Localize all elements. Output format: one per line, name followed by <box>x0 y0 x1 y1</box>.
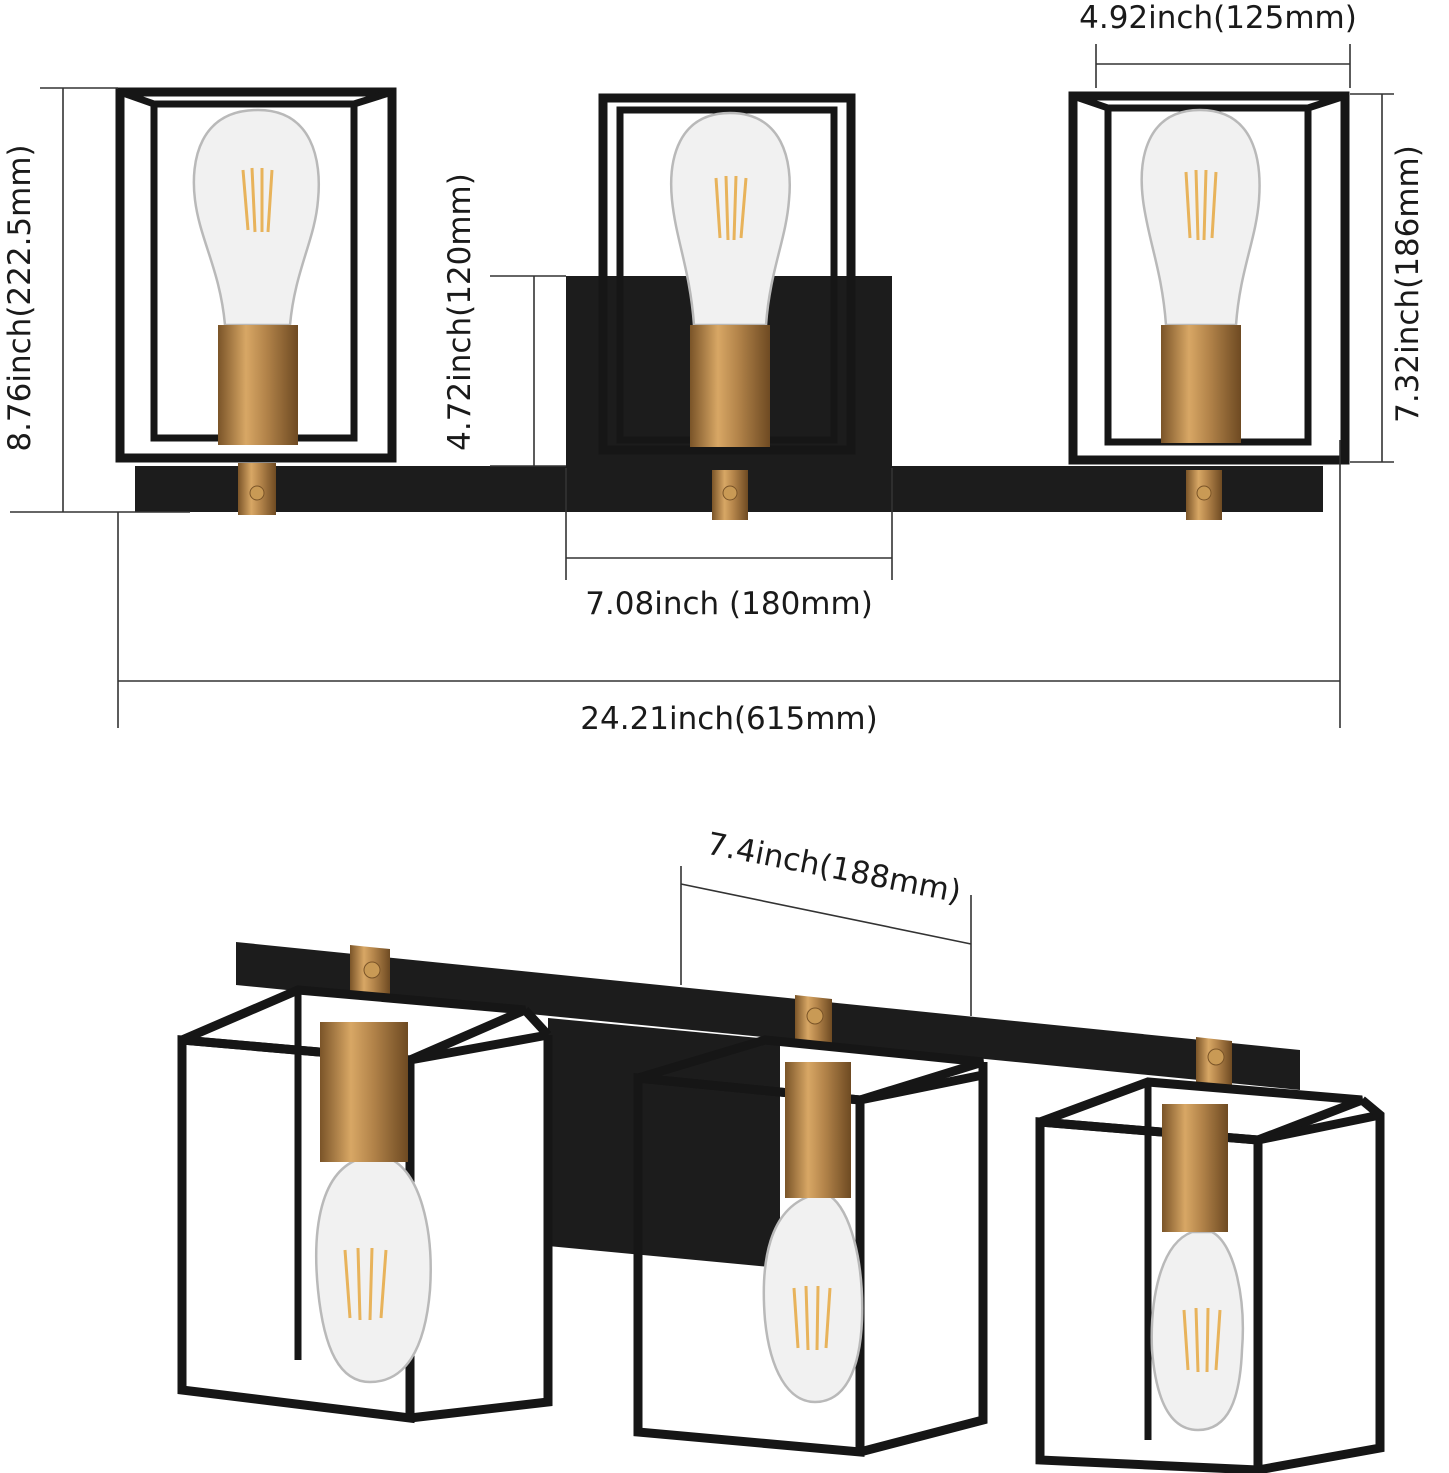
brass-clip <box>795 995 832 1048</box>
brass-socket <box>218 325 298 445</box>
brass-socket <box>320 1022 408 1162</box>
dimension-cage-width: 4.92inch(125mm) <box>1079 0 1357 88</box>
lamp-cage-center <box>633 1035 988 1457</box>
bulb-glass <box>762 1194 864 1404</box>
extension-label: 7.4inch(188mm) <box>704 826 964 911</box>
perspective-view: 7.4inch(188mm) <box>177 826 1385 1473</box>
backplate-width-label: 7.08inch (180mm) <box>585 586 873 622</box>
lamp-cage-left <box>115 87 397 463</box>
lamp-cage-center <box>598 93 856 455</box>
cage-width-label: 4.92inch(125mm) <box>1079 0 1357 36</box>
brass-clip <box>712 470 748 520</box>
brass-clip <box>1196 1037 1232 1086</box>
dimension-total-width: 24.21inch(615mm) <box>117 440 1341 737</box>
brass-socket <box>1162 1104 1228 1232</box>
brass-clip <box>238 463 276 515</box>
bulb-glass <box>315 1156 432 1384</box>
total-height-label: 8.76inch(222.5mm) <box>2 144 38 451</box>
bulb-filament <box>241 167 274 233</box>
bulb-glass <box>1140 108 1261 327</box>
dimension-extension: 7.4inch(188mm) <box>680 826 972 1016</box>
dimension-backplate-height: 4.72inch(120mm) <box>442 173 566 467</box>
backplate-height-label: 4.72inch(120mm) <box>442 173 478 451</box>
bulb-filament <box>1182 1307 1222 1373</box>
bulb-filament <box>1184 169 1218 241</box>
dimension-cage-height: 7.32inch(186mm) <box>1350 93 1426 463</box>
cage-height-label: 7.32inch(186mm) <box>1390 145 1426 423</box>
bulb-filament <box>343 1247 388 1321</box>
brass-socket <box>785 1062 851 1198</box>
brass-clip <box>350 945 390 1000</box>
brass-socket <box>1161 325 1241 443</box>
backplate <box>548 1018 780 1268</box>
brass-socket <box>690 325 770 447</box>
dimension-total-height: 8.76inch(222.5mm) <box>2 87 190 513</box>
lamp-cage-left <box>177 985 553 1424</box>
total-width-label: 24.21inch(615mm) <box>580 701 877 737</box>
mounting-bar <box>236 942 1300 1090</box>
lamp-cage-right <box>1035 1077 1385 1473</box>
dimension-backplate-width: 7.08inch (180mm) <box>565 468 893 622</box>
brass-clip <box>1186 470 1222 520</box>
bulb-filament <box>792 1285 832 1351</box>
front-view: 4.92inch(125mm) 8.76inch(222.5mm) 4.72in… <box>2 0 1426 737</box>
bulb-glass <box>192 108 320 327</box>
bulb-filament <box>714 175 748 241</box>
lamp-cage-right <box>1068 91 1350 465</box>
